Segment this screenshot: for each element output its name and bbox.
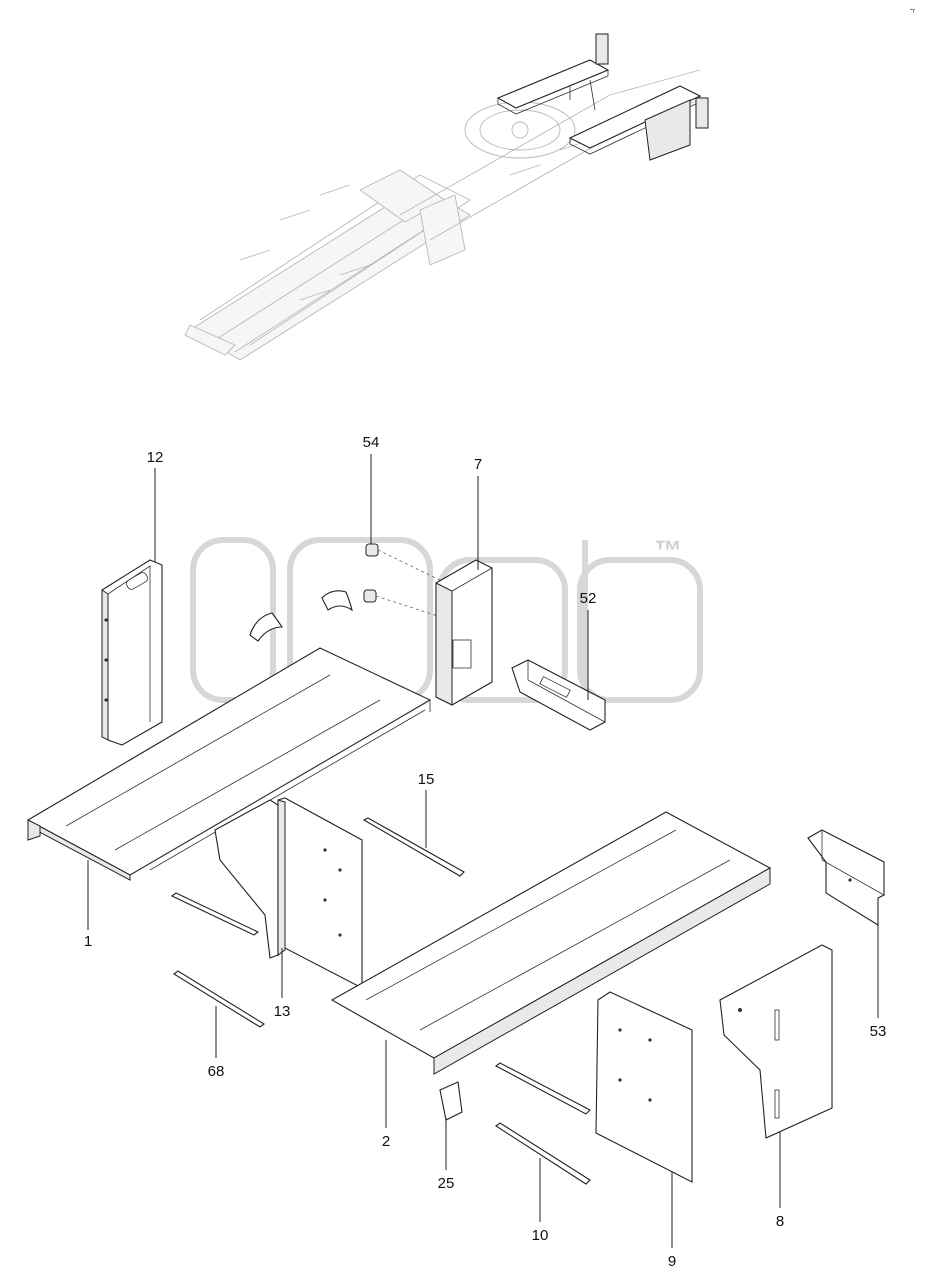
callout-54: 54 <box>363 434 380 451</box>
callout-13: 13 <box>274 1003 291 1020</box>
part-54-handles <box>249 543 451 642</box>
leader-lines <box>87 454 879 1248</box>
part-53-bracket <box>807 829 885 926</box>
part-12-side-panel <box>101 559 163 746</box>
part-2-platform <box>330 811 772 1075</box>
callout-68: 68 <box>208 1063 225 1080</box>
part-25-plate <box>439 1081 463 1121</box>
corner-mark: -ᵣ <box>910 4 915 14</box>
callout-10: 10 <box>532 1227 549 1244</box>
part-68-strips <box>170 892 265 1028</box>
callout-labels: 12 54 7 52 15 1 13 68 2 25 10 9 8 53 <box>84 434 887 1270</box>
part-13-support <box>214 797 363 989</box>
part-8-panel <box>719 944 833 1139</box>
callout-53: 53 <box>870 1023 887 1040</box>
callout-12: 12 <box>147 449 164 466</box>
callout-8: 8 <box>776 1213 784 1230</box>
part-10-strips <box>494 1062 591 1185</box>
callout-9: 9 <box>668 1253 676 1270</box>
callout-15: 15 <box>418 771 435 788</box>
callout-2: 2 <box>382 1133 390 1150</box>
part-9-panel <box>595 991 693 1183</box>
part-1-platform <box>26 647 432 881</box>
callout-25: 25 <box>438 1175 455 1192</box>
watermark-trademark: ™ <box>654 535 682 566</box>
part-52-bracket <box>511 659 606 731</box>
part-7-box <box>435 559 493 706</box>
callout-7: 7 <box>474 456 482 473</box>
overview-platforms <box>496 33 709 161</box>
callout-52: 52 <box>580 590 597 607</box>
part-15-strip <box>362 817 465 877</box>
callout-1: 1 <box>84 933 92 950</box>
